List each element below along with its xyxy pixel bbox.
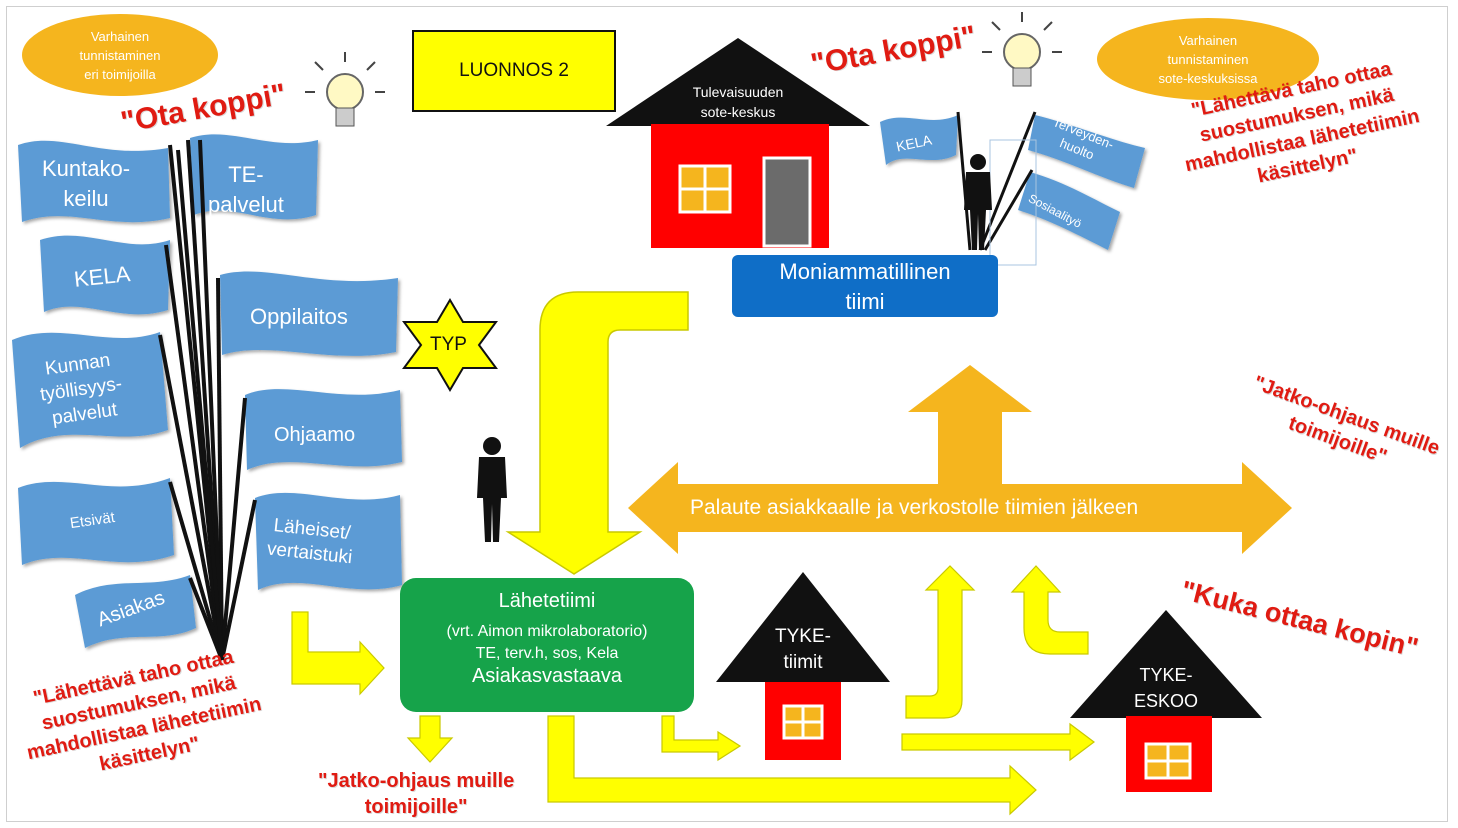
flag-kela-right [880,115,958,165]
referral-team-box: Lähetetiimi (vrt. Aimon mikrolaboratorio… [400,578,694,712]
typ-star [402,298,498,392]
flag-oppilaitos [220,271,398,356]
quote-line: toimijoille" [364,796,468,818]
flag-asiakas [75,575,196,648]
person-icon [477,437,507,542]
arrow-eskoo-up [1010,565,1089,655]
referral-line: (vrt. Aimon mikrolaboratorio) [446,623,648,640]
flag-label-etsivat: Etsivät [68,508,116,533]
house-main-label: Tulevaisuuden sote-keskus [672,82,804,122]
tyke-label-line: TYKE- [775,626,831,647]
tyke-label-line: tiimit [783,652,823,673]
flag-terveydenhuolto [1028,115,1145,188]
tyke-label-line: TYKE- [1139,665,1193,685]
feedback-label: Palaute asiakkaalle ja verkostolle tiimi… [690,496,1139,519]
left-flags [12,134,402,648]
person-icon [964,154,992,250]
multidisciplinary-team-box: Moniammatillinen tiimi [732,255,998,317]
bubble-line: Varhainen [90,28,150,44]
flag-label-kuntakokeilu: Kuntako-keilu [42,154,130,214]
flag-te-palvelut [190,134,318,220]
team-box-line: tiimi [845,289,885,314]
arrow-flags-to-referral [291,611,385,696]
arrow-long-bottom [547,715,1037,816]
bubble-line: eri toimijoilla [84,66,156,82]
flag-etsivat [18,478,174,565]
arrow-team-to-referral [505,291,689,575]
flag-kela-left [40,235,170,315]
main-house [606,38,870,248]
arrow-to-tyke-teams [661,715,742,762]
flag-label-laheiset: Läheiset/vertaistuki [266,514,356,571]
flag-label-line: TE- [228,162,264,187]
bubble-line: tunnistaminen [79,47,161,63]
bubble-line: tunnistaminen [1167,51,1249,67]
draft-label: LUONNOS 2 [412,30,616,112]
flag-kuntakokeilu [18,140,170,223]
lightbulb-icon [982,12,1062,87]
feedback-arrow [628,365,1292,554]
referral-line: Asiakasvastaava [471,665,623,687]
tyke-label-line: ESKOO [1133,691,1199,711]
jatko-quote-bottom: "Jatko-ohjaus muille toimijoille" [318,768,514,820]
team-box-line: Moniammatillinen [779,259,951,284]
flag-laheiset [255,492,402,590]
flag-label-line: palvelut [208,192,284,217]
flag-label-oppilaitos: Oppilaitos [250,304,348,329]
flag-poles [158,139,257,661]
early-detection-bubble-right: Varhainen tunnistaminen sote-keskuksissa [1097,18,1319,100]
early-detection-bubble-left: Varhainen tunnistaminen eri toimijoilla [22,14,218,96]
bubble-line: Varhainen [1178,32,1238,48]
tyke-eskoo-label: TYKE- ESKOO [1126,662,1206,714]
arrow-to-eskoo [901,722,1095,762]
referral-line: TE, terv.h, sos, Kela [475,645,619,662]
flag-ohjaamo [245,389,402,470]
house-label-line: Tulevaisuuden [692,84,784,100]
right-poles [956,111,1037,251]
right-flags [880,115,1145,250]
flag-label-line: keilu [63,186,109,211]
arrow-tyke-up [905,565,976,719]
flag-label-te-palvelut: TE-palvelut [208,160,284,220]
typ-label: TYP [430,334,467,355]
referral-title: Lähetetiimi [498,590,596,612]
tyke-eskoo-house [1070,610,1262,792]
flag-label-kela: KELA [72,261,132,292]
flag-label-ohjaamo: Ohjaamo [274,424,356,446]
quote-line: "Jatko-ohjaus muille [318,770,515,792]
flag-kunnan [12,332,168,448]
arrow-referral-down [406,715,454,763]
flag-sosiaalityo [1018,172,1120,250]
house-label-line: sote-keskus [700,104,776,120]
tyke-teams-house [716,572,890,760]
bubble-line: sote-keskuksissa [1158,70,1258,86]
lightbulb-icon [305,52,385,127]
tyke-teams-label: TYKE- tiimit [770,624,836,676]
flag-label-line: Kuntako- [42,156,131,181]
